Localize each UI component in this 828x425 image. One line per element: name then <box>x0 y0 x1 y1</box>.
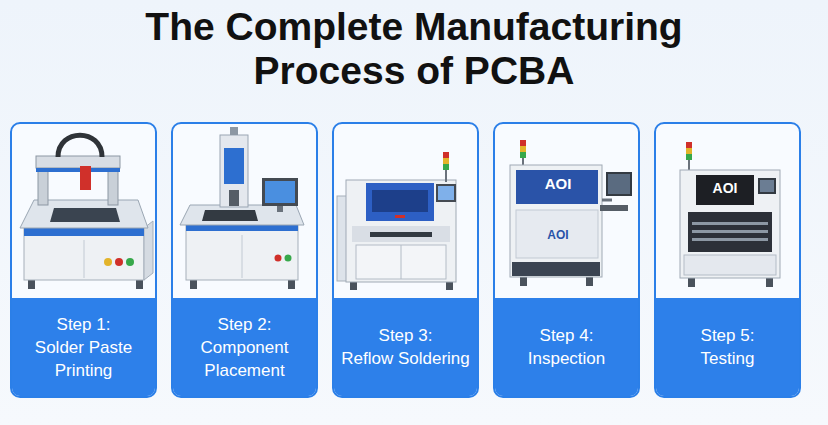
step-band: Step 3:Reflow Soldering <box>334 298 477 396</box>
step-number: Step 4: <box>499 324 634 347</box>
step-name: Solder Paste Printing <box>16 336 151 382</box>
machine-label: AOI <box>528 229 588 242</box>
step-band: Step 1:Solder Paste Printing <box>12 298 155 396</box>
placement-machine <box>180 127 304 289</box>
step-number: Step 5: <box>660 324 795 347</box>
machine-label: AOI <box>528 176 588 193</box>
reflow-oven <box>337 152 456 290</box>
step-band: Step 5:Testing <box>656 298 799 396</box>
step-name: Reflow Soldering <box>338 347 473 370</box>
step-name: Inspection <box>499 347 634 370</box>
step-card: Step 4:Inspection <box>493 122 640 398</box>
aoi-machine <box>510 140 632 286</box>
step-number: Step 3: <box>338 324 473 347</box>
step-number: Step 2: <box>177 313 312 336</box>
step-card: Step 5:Testing <box>654 122 801 398</box>
test-machine <box>680 142 780 287</box>
machine-label: AOI <box>695 181 755 196</box>
step-card: Step 1:Solder Paste Printing <box>10 122 157 398</box>
step-name: Component Placement <box>177 336 312 382</box>
step-card: Step 3:Reflow Soldering <box>332 122 479 398</box>
printer-machine <box>20 135 153 289</box>
step-band: Step 2:Component Placement <box>173 298 316 396</box>
step-card: Step 2:Component Placement <box>171 122 318 398</box>
step-band: Step 4:Inspection <box>495 298 638 396</box>
card-ground <box>10 122 801 398</box>
diagram-title: The Complete Manufacturing Process of PC… <box>94 5 734 93</box>
step-number: Step 1: <box>16 313 151 336</box>
step-name: Testing <box>660 347 795 370</box>
